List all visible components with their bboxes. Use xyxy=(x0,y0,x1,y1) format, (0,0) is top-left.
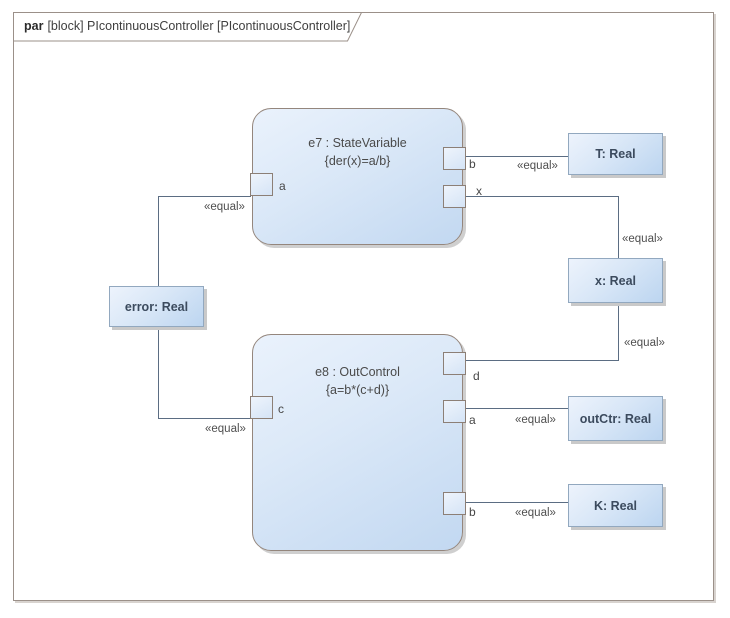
value-box-label: error: Real xyxy=(124,299,189,314)
port-label-e7-x: x xyxy=(476,184,482,198)
equal-label-error-e8c: «equal» xyxy=(205,423,246,435)
value-box-label: x: Real xyxy=(595,273,636,288)
port-e7-x[interactable] xyxy=(443,185,466,208)
port-label-e8-a: a xyxy=(469,413,476,427)
value-box-label: T: Real xyxy=(595,147,636,161)
connector-e7b-T[interactable] xyxy=(466,156,568,157)
connector-xreal-e8d-h[interactable] xyxy=(466,360,619,361)
constraint-block-e8[interactable]: e8 : OutControl {a=b*(c+d)} xyxy=(252,334,463,551)
constraint-block-e7[interactable]: e7 : StateVariable {der(x)=a/b} xyxy=(252,108,463,245)
diagram-title-tab xyxy=(13,12,363,42)
block-name: e7 : StateVariable xyxy=(308,136,407,150)
port-label-e7-a: a xyxy=(279,179,286,193)
value-box-x[interactable]: x: Real xyxy=(568,258,663,303)
equal-label-e8b-k: «equal» xyxy=(515,507,556,519)
value-box-t[interactable]: T: Real xyxy=(568,133,663,175)
port-e7-b[interactable] xyxy=(443,147,466,170)
port-e8-b[interactable] xyxy=(443,492,466,515)
connector-e7x-xreal-v[interactable] xyxy=(618,196,619,258)
block-constraint: {a=b*(c+d)} xyxy=(325,383,390,397)
diagram-kind-keyword: par xyxy=(24,19,44,33)
port-label-e7-b: b xyxy=(469,157,476,171)
port-label-e8-b: b xyxy=(469,505,476,519)
equal-label-e7x-xreal: «equal» xyxy=(622,233,663,245)
port-label-e8-d: d xyxy=(473,369,480,383)
connector-error-e8c-h[interactable] xyxy=(158,418,253,419)
port-e7-a[interactable] xyxy=(250,173,273,196)
block-constraint: {der(x)=a/b} xyxy=(324,154,391,168)
block-name: e8 : OutControl xyxy=(315,365,400,379)
value-box-outctr[interactable]: outCtr: Real xyxy=(568,396,663,441)
connector-e8b-k[interactable] xyxy=(466,502,568,503)
diagram-title: par[block] PIcontinuousController [PIcon… xyxy=(24,12,350,41)
connector-error-e7a-h[interactable] xyxy=(158,196,251,197)
equal-label-error-e7a: «equal» xyxy=(204,201,245,213)
value-box-k[interactable]: K: Real xyxy=(568,484,663,527)
port-e8-c[interactable] xyxy=(250,396,273,419)
value-box-error[interactable]: error: Real xyxy=(109,286,204,327)
equal-label-xreal-e8d: «equal» xyxy=(624,337,665,349)
value-box-label: outCtr: Real xyxy=(579,411,652,426)
connector-xreal-e8d-v[interactable] xyxy=(618,303,619,360)
port-label-e8-c: c xyxy=(278,402,284,416)
connector-e8a-outctr[interactable] xyxy=(466,408,568,409)
value-box-label: K: Real xyxy=(593,498,638,513)
port-e8-a[interactable] xyxy=(443,400,466,423)
connector-error-e7a-v[interactable] xyxy=(158,196,159,286)
title-tab-shape xyxy=(13,12,363,42)
equal-label-e8a-outctr: «equal» xyxy=(515,414,556,426)
connector-e7x-xreal-h[interactable] xyxy=(466,196,619,197)
port-e8-d[interactable] xyxy=(443,352,466,375)
diagram-title-text: [block] PIcontinuousController [PIcontin… xyxy=(47,19,351,33)
equal-label-e7b-T: «equal» xyxy=(517,160,558,172)
connector-error-e8c-v[interactable] xyxy=(158,327,159,419)
